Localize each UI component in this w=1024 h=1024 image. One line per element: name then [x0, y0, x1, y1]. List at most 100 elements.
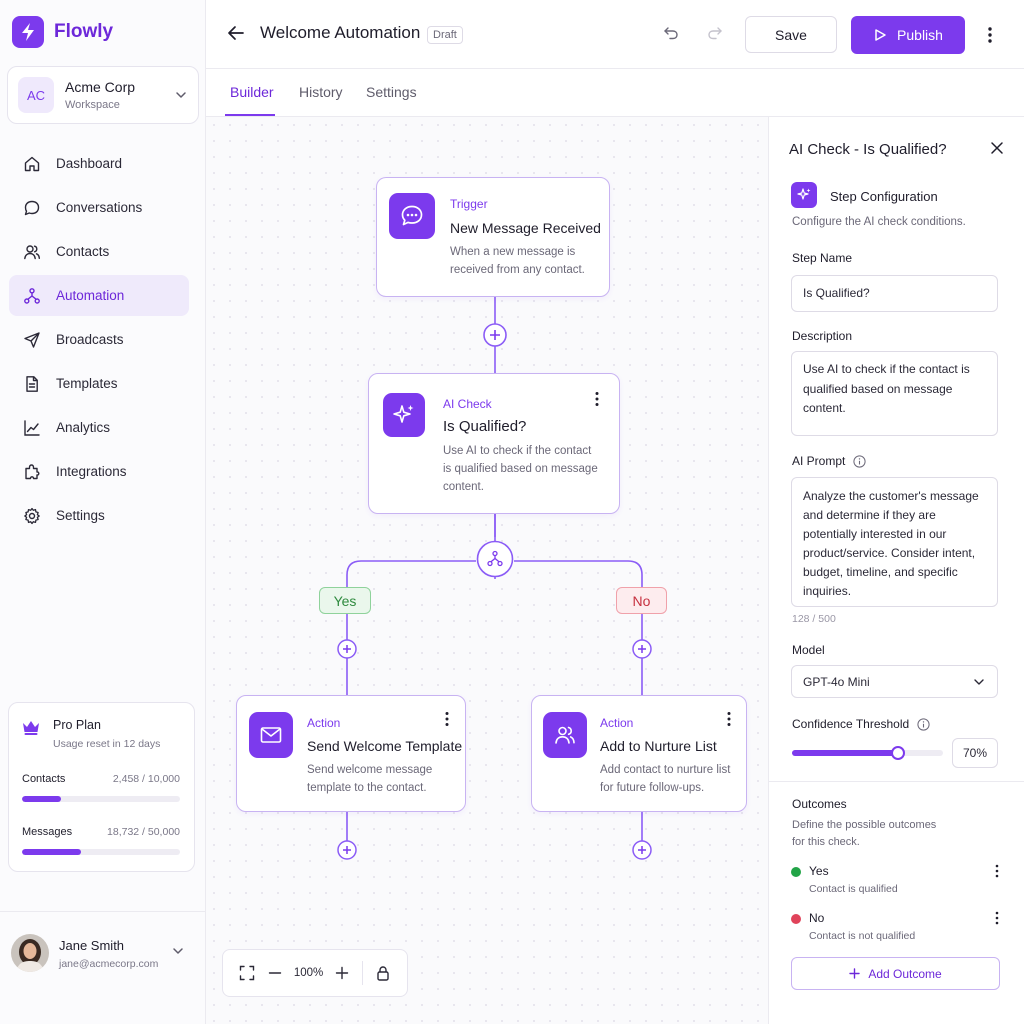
messages-usage: Messages 18,732 / 50,000	[22, 826, 180, 855]
chat-icon	[22, 198, 41, 217]
config-subtitle: Configure the AI check conditions.	[792, 216, 966, 228]
sidebar-item-contacts[interactable]: Contacts	[9, 231, 189, 272]
confidence-value-input[interactable]: 70%	[952, 738, 998, 768]
document-icon	[22, 374, 41, 393]
send-icon	[22, 330, 41, 349]
back-arrow-icon[interactable]	[226, 23, 246, 43]
panel-title: AI Check - Is Qualified?	[789, 141, 947, 158]
branch-no-label[interactable]: No	[616, 587, 667, 614]
contacts-usage-bar	[22, 796, 61, 802]
trigger-node[interactable]: Trigger New Message Received When a new …	[376, 177, 610, 297]
zoom-controls: 100%	[222, 949, 408, 997]
prompt-char-count: 128 / 500	[792, 613, 836, 625]
confidence-slider[interactable]	[792, 746, 943, 760]
info-icon[interactable]	[917, 717, 930, 731]
publish-button[interactable]: Publish	[851, 16, 965, 54]
sidebar-item-settings[interactable]: Settings	[9, 495, 189, 536]
step-name-input[interactable]: Is Qualified?	[791, 275, 998, 312]
sidebar-item-label: Contacts	[56, 244, 110, 259]
sidebar-item-templates[interactable]: Templates	[9, 363, 189, 404]
redo-icon[interactable]	[706, 24, 724, 42]
node-title: Send Welcome Template	[307, 738, 463, 754]
sparkle-icon	[791, 182, 817, 208]
flow-canvas[interactable]: Trigger New Message Received When a new …	[206, 117, 768, 1024]
model-label: Model	[792, 643, 825, 657]
sidebar-item-analytics[interactable]: Analytics	[9, 407, 189, 448]
add-step-plus-icon[interactable]	[483, 323, 507, 347]
action-node-send-welcome[interactable]: Action Send Welcome Template Send welcom…	[236, 695, 466, 812]
outcome-name: No	[809, 911, 825, 925]
more-vertical-icon[interactable]	[444, 711, 450, 727]
fit-view-icon[interactable]	[233, 965, 261, 981]
sidebar-item-integrations[interactable]: Integrations	[9, 451, 189, 492]
outcome-name: Yes	[809, 864, 829, 878]
action-node-add-nurture[interactable]: Action Add to Nurture List Add contact t…	[531, 695, 747, 812]
chevron-down-icon	[176, 92, 186, 98]
zoom-in-icon[interactable]	[328, 965, 356, 981]
outcome-yes[interactable]: Yes Contact is qualified	[791, 863, 1005, 903]
ai-check-node[interactable]: AI Check Is Qualified? Use AI to check i…	[368, 373, 620, 514]
workspace-avatar: AC	[18, 77, 54, 113]
crown-icon	[23, 721, 39, 735]
publish-label: Publish	[897, 27, 943, 43]
sidebar-item-label: Conversations	[56, 200, 143, 215]
save-button[interactable]: Save	[745, 16, 837, 53]
more-vertical-icon[interactable]	[994, 864, 1000, 878]
more-vertical-icon[interactable]	[594, 391, 600, 407]
sidebar-item-broadcasts[interactable]: Broadcasts	[9, 319, 189, 360]
add-step-plus-icon[interactable]	[337, 639, 357, 659]
lock-icon[interactable]	[369, 965, 397, 981]
status-badge: Draft	[427, 26, 463, 44]
sidebar-item-automation[interactable]: Automation	[9, 275, 189, 316]
description-label: Description	[792, 329, 853, 343]
info-icon[interactable]	[853, 454, 866, 468]
step-name-label: Step Name	[792, 251, 853, 265]
description-textarea[interactable]: Use AI to check if the contact is qualif…	[791, 351, 998, 436]
chevron-down-icon[interactable]	[171, 944, 185, 958]
workspace-name: Acme Corp	[65, 79, 136, 95]
branch-split-icon[interactable]	[476, 540, 514, 578]
app-logo[interactable]: Flowly	[12, 16, 113, 48]
outcome-color-dot	[791, 867, 801, 877]
sidebar-item-label: Broadcasts	[56, 332, 124, 347]
add-step-plus-icon[interactable]	[337, 840, 357, 860]
ai-prompt-textarea[interactable]: Analyze the customer's message and deter…	[791, 477, 998, 607]
sidebar-item-dashboard[interactable]: Dashboard	[9, 143, 189, 184]
tab-history[interactable]: History	[299, 84, 343, 100]
branch-yes-label[interactable]: Yes	[319, 587, 371, 614]
user-profile[interactable]: Jane Smith jane@acmecorp.com	[0, 911, 206, 1024]
undo-icon[interactable]	[662, 24, 680, 42]
user-email: jane@acmecorp.com	[59, 958, 159, 970]
home-icon	[22, 154, 41, 173]
active-tab-indicator	[225, 114, 275, 116]
step-config-panel: AI Check - Is Qualified? Step Configurat…	[768, 117, 1024, 1024]
tab-settings[interactable]: Settings	[366, 84, 417, 100]
mail-icon	[249, 712, 293, 758]
more-vertical-icon[interactable]	[726, 711, 732, 727]
model-select[interactable]: GPT-4o Mini	[791, 665, 998, 698]
more-vertical-icon[interactable]	[994, 911, 1000, 925]
zoom-level: 100%	[293, 967, 324, 979]
add-outcome-button[interactable]: Add Outcome	[791, 957, 1000, 990]
divider	[362, 961, 364, 985]
page-title: Welcome Automation	[260, 23, 421, 42]
workspace-switcher[interactable]: AC Acme Corp Workspace	[7, 66, 199, 124]
slider-thumb[interactable]	[890, 746, 905, 760]
close-icon[interactable]	[990, 141, 1004, 155]
play-icon	[875, 29, 886, 41]
sparkle-icon	[383, 393, 425, 437]
tab-builder[interactable]: Builder	[230, 84, 274, 100]
add-step-plus-icon[interactable]	[632, 639, 652, 659]
add-step-plus-icon[interactable]	[632, 840, 652, 860]
node-title: Add to Nurture List	[600, 738, 717, 754]
zoom-out-icon[interactable]	[261, 965, 289, 981]
chevron-down-icon	[974, 678, 984, 685]
more-vertical-icon[interactable]	[986, 25, 994, 45]
plan-card: Pro Plan Usage reset in 12 days Contacts…	[8, 702, 195, 872]
usage-value: 18,732 / 50,000	[107, 826, 180, 838]
confidence-label: Confidence Threshold	[792, 717, 930, 731]
outcome-no[interactable]: No Contact is not qualified	[791, 910, 1005, 950]
sidebar-item-conversations[interactable]: Conversations	[9, 187, 189, 228]
node-type-label: AI Check	[443, 397, 492, 411]
